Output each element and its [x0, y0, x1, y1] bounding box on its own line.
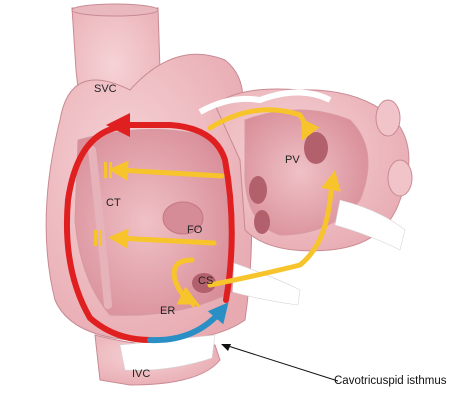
fossa-ovalis — [162, 201, 204, 235]
pv-label: PV — [285, 154, 300, 166]
ivc-cut — [119, 334, 216, 371]
pulmonary-vein-lower — [387, 159, 413, 197]
cs-label: CS — [198, 275, 214, 287]
pulmonary-vein-upper — [375, 99, 401, 137]
pv-ostium-3 — [254, 210, 270, 234]
fo-label: FO — [187, 224, 203, 236]
cut-edge-upper — [198, 89, 332, 115]
cut-edge-right — [334, 199, 406, 251]
red-activation-arrow-left-wall — [63, 123, 153, 343]
block-marker-icon — [94, 162, 201, 308]
ivc-label: IVC — [132, 368, 151, 380]
yellow-activation-arrow-cs-loop — [171, 257, 199, 305]
pv-ostium-1 — [304, 132, 328, 164]
cavotricuspid-isthmus-label: Cavotricuspid isthmus — [334, 375, 447, 387]
er-label: ER — [160, 305, 176, 317]
red-activation-arrow — [106, 113, 235, 303]
cut-edge-lower — [224, 259, 301, 306]
callout-leader-line — [224, 344, 339, 382]
yellow-activation-arrow-upper — [207, 107, 320, 141]
ct-label: CT — [106, 197, 121, 209]
svc-opening — [71, 3, 159, 17]
callout-arrowhead — [221, 344, 231, 351]
pv-ostium-2 — [249, 176, 267, 204]
crista-terminalis-ridge — [88, 146, 112, 309]
svc-label: SVC — [94, 83, 117, 95]
blue-isthmus-arrow — [147, 302, 229, 344]
yellow-activation-arrow-mid — [108, 228, 217, 249]
yellow-activation-arrow-ct — [108, 160, 225, 181]
yellow-activation-arrow-cs — [207, 170, 341, 288]
